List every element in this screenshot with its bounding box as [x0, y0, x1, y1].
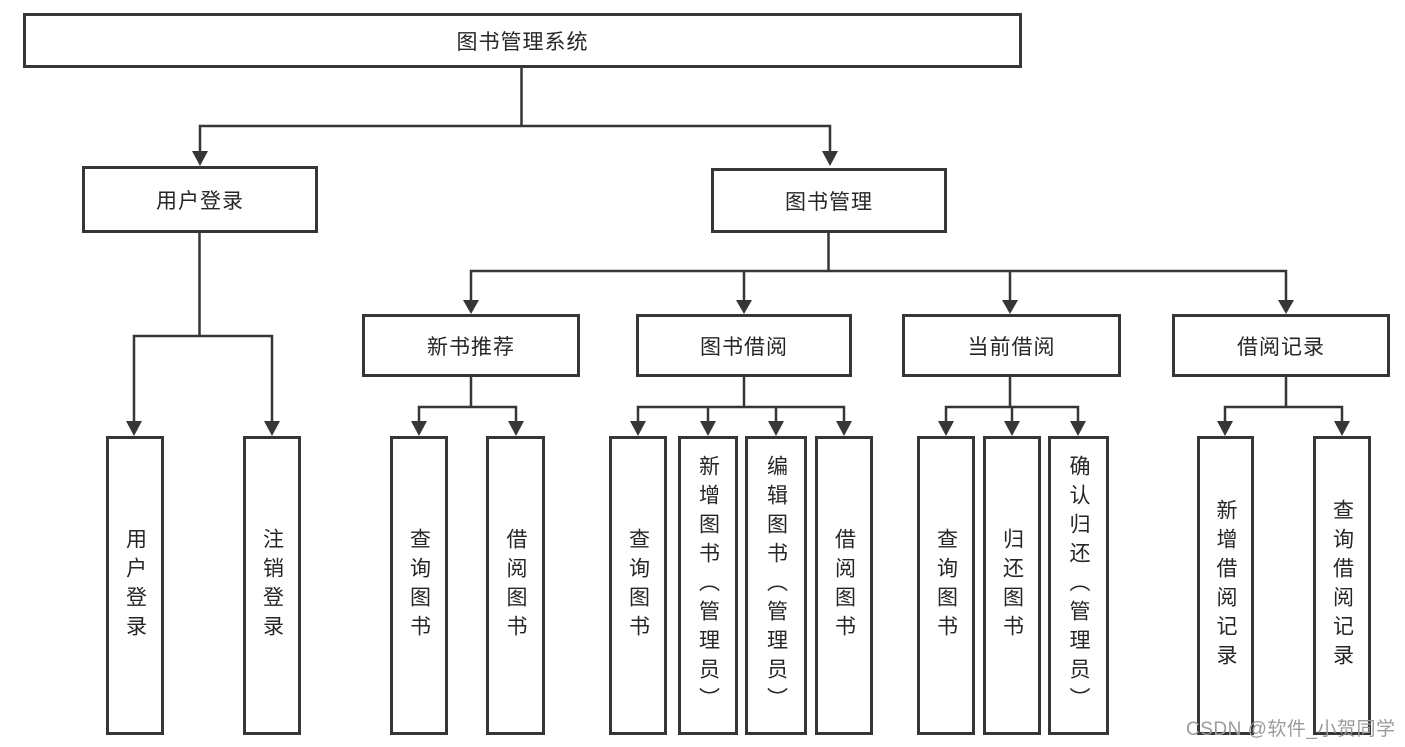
node-borrow-records: 借阅记录: [1172, 314, 1390, 377]
node-label: 当前借阅: [967, 335, 1056, 359]
leaf-label: 用户登录: [123, 527, 147, 644]
leaf-label: 新增借阅记录: [1214, 498, 1237, 673]
leaf-query-borrow-record: 查询借阅记录: [1313, 436, 1371, 735]
arrow-down-icon: [1002, 300, 1018, 314]
leaf-label: 归还图书: [1000, 527, 1024, 644]
leaf-label: 确认归还（管理员）: [1067, 455, 1090, 716]
node-label: 图书管理系统: [456, 30, 589, 54]
leaf-label: 编辑图书（管理员）: [764, 455, 788, 716]
node-label: 图书借阅: [700, 335, 788, 359]
connector-user-login: [132, 233, 274, 422]
leaf-borrow-query-books: 查询图书: [609, 436, 667, 735]
node-label: 用户登录: [156, 189, 244, 213]
arrow-down-icon: [938, 421, 954, 436]
arrow-down-icon: [126, 421, 142, 436]
leaf-newbook-query-books: 查询图书: [390, 436, 448, 735]
arrow-down-icon: [463, 300, 479, 314]
node-label: 图书管理: [785, 190, 873, 214]
arrow-down-icon: [1334, 421, 1350, 436]
node-current-borrow: 当前借阅: [902, 314, 1121, 377]
arrow-down-icon: [1217, 421, 1233, 436]
node-book-borrow: 图书借阅: [636, 314, 852, 377]
arrow-down-icon: [630, 421, 646, 436]
arrow-down-icon: [736, 300, 752, 314]
arrow-down-icon: [1004, 421, 1020, 436]
leaf-add-books-admin: 新增图书（管理员）: [678, 436, 738, 735]
node-user-login: 用户登录: [82, 166, 318, 233]
leaf-user-login: 用户登录: [106, 436, 164, 735]
connector-new-book: [417, 377, 518, 422]
arrow-down-icon: [700, 421, 716, 436]
arrow-down-icon: [411, 421, 427, 436]
leaf-label: 查询借阅记录: [1330, 498, 1354, 673]
leaf-add-borrow-record: 新增借阅记录: [1197, 436, 1254, 735]
arrow-down-icon: [192, 151, 208, 166]
arrow-down-icon: [1278, 300, 1294, 314]
leaf-return-books: 归还图书: [983, 436, 1041, 735]
connector-book-management: [469, 233, 1288, 301]
arrow-down-icon: [1070, 421, 1086, 436]
leaf-label: 查询图书: [934, 527, 958, 644]
arrow-down-icon: [768, 421, 784, 436]
arrow-down-icon: [822, 151, 838, 166]
node-label: 新书推荐: [427, 335, 515, 359]
leaf-newbook-borrow-books: 借阅图书: [486, 436, 545, 735]
connector-root: [198, 68, 832, 152]
leaf-label: 查询图书: [626, 527, 650, 644]
node-book-management: 图书管理: [711, 168, 947, 233]
leaf-label: 查询图书: [407, 527, 431, 644]
leaf-label: 借阅图书: [504, 527, 527, 644]
leaf-label: 借阅图书: [832, 527, 856, 644]
connector-borrow-records: [1223, 377, 1344, 422]
leaf-current-query-books: 查询图书: [917, 436, 975, 735]
leaf-label: 注销登录: [260, 527, 284, 644]
node-new-book-recommend: 新书推荐: [362, 314, 580, 377]
connector-current-borrow: [944, 377, 1080, 422]
watermark: CSDN @软件_小贺同学: [1186, 719, 1396, 740]
leaf-borrow-books: 借阅图书: [815, 436, 873, 735]
leaf-logout: 注销登录: [243, 436, 301, 735]
leaf-confirm-return-admin: 确认归还（管理员）: [1048, 436, 1109, 735]
arrow-down-icon: [264, 421, 280, 436]
arrow-down-icon: [508, 421, 524, 436]
leaf-edit-books-admin: 编辑图书（管理员）: [745, 436, 807, 735]
node-label: 借阅记录: [1237, 335, 1325, 359]
leaf-label: 新增图书（管理员）: [696, 455, 720, 716]
connector-book-borrow: [636, 377, 846, 422]
arrow-down-icon: [836, 421, 852, 436]
node-library-management-system: 图书管理系统: [23, 13, 1022, 68]
